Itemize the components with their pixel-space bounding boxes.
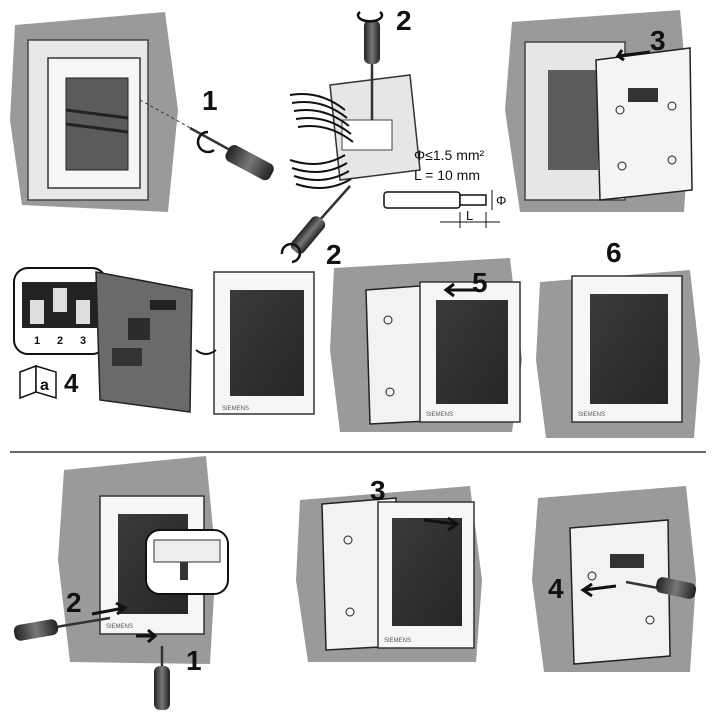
flip-arrow-icon <box>195 349 217 355</box>
screwdriver-icon <box>290 185 351 254</box>
screw-hole <box>383 315 393 325</box>
rotate-arrow-icon <box>196 130 215 154</box>
wire-bundle-bottom <box>289 154 352 189</box>
rotate-arrow-icon <box>280 242 302 264</box>
dip-switch-1 <box>30 300 44 324</box>
panel-attach-front: SIEMENS 5 <box>330 258 522 432</box>
screw-hole <box>343 535 353 545</box>
base-terminal-block <box>610 554 644 568</box>
screwdriver-icon <box>189 126 274 181</box>
step-number: 2 <box>66 587 82 618</box>
base-terminal-block <box>628 88 658 102</box>
panel-wiring: 2 2 Φ≤1.5 mm² L = 10 mm L Φ <box>280 5 506 270</box>
step-number: 1 <box>202 85 218 116</box>
screw-hole <box>345 607 355 617</box>
screwdriver-icon <box>625 577 697 599</box>
panel-remove-base: 4 <box>532 486 697 672</box>
dip-switch-2 <box>53 288 67 312</box>
push-arrow-icon <box>136 628 158 644</box>
screwdriver-icon <box>364 20 380 120</box>
manual-book-icon <box>19 364 57 400</box>
box-cavity <box>548 70 598 170</box>
dimension-phi-label: Φ <box>496 193 506 208</box>
pull-arrow-icon <box>580 582 617 598</box>
dip-switch-label: 1 <box>34 335 40 347</box>
rotate-arrow-icon <box>356 11 384 23</box>
wire-strip-length-spec: L = 10 mm <box>414 167 480 183</box>
step-number: 6 <box>606 237 622 268</box>
panel-mounted: SIEMENS 6 <box>536 237 700 438</box>
step-number: 2 <box>396 5 412 36</box>
panel-dip-switch: 1 2 3 a 4 SIEMENS <box>13 267 315 415</box>
terminal-label <box>341 119 393 151</box>
push-arrow-icon <box>614 49 651 62</box>
dip-switch-3 <box>76 300 90 324</box>
brand-label: SIEMENS <box>106 624 133 630</box>
display-screen <box>436 300 508 404</box>
brand-label: SIEMENS <box>222 406 249 412</box>
step-number: 5 <box>472 267 488 298</box>
brand-label: SIEMENS <box>578 412 605 418</box>
thermostat-base <box>569 519 671 665</box>
step-number: 1 <box>186 645 202 676</box>
step-number: 3 <box>370 475 386 506</box>
screw-hole <box>645 615 655 625</box>
clip-detail-slot <box>180 562 188 580</box>
panel-release-clip: SIEMENS 2 1 <box>13 456 229 710</box>
pcb-chip <box>128 318 150 340</box>
screw-hole <box>587 571 597 581</box>
display-screen <box>230 290 304 396</box>
step-number: 2 <box>326 239 342 270</box>
pcb-board <box>95 271 193 413</box>
screw-hole <box>617 161 627 171</box>
dip-switch-label: 3 <box>80 335 86 347</box>
dip-switch-label: 2 <box>57 335 63 347</box>
stripped-wire-illustration <box>383 190 500 228</box>
cable-conduit <box>65 108 129 120</box>
step-number: 3 <box>650 25 666 56</box>
wire-diameter-spec: Φ≤1.5 mm² <box>414 147 485 163</box>
brand-label: SIEMENS <box>384 638 411 644</box>
screwdriver-icon <box>154 646 170 710</box>
wire-bundle-top <box>289 93 354 143</box>
pcb-connector <box>150 300 176 310</box>
panel-remove-front: SIEMENS 3 <box>296 475 482 662</box>
pull-arrow-icon <box>423 516 460 532</box>
screw-hole <box>385 387 395 397</box>
push-arrow-icon <box>443 282 476 298</box>
pcb-chip <box>112 348 142 366</box>
screw-hole <box>615 105 625 115</box>
brand-label: SIEMENS <box>426 412 453 418</box>
cable-conduit <box>65 122 129 134</box>
screw-hole <box>667 155 677 165</box>
step-number: 4 <box>64 368 79 398</box>
display-screen <box>392 518 462 626</box>
pull-arrow-icon <box>91 601 128 616</box>
clip-detail-housing <box>153 539 221 563</box>
display-screen <box>590 294 668 404</box>
step-number: 4 <box>548 573 564 604</box>
panel-mount-frame: 1 <box>10 12 274 212</box>
manual-icon-letter: a <box>40 377 49 394</box>
screw-hole <box>667 101 677 111</box>
panel-attach-base: 3 <box>505 10 693 212</box>
screwdriver-icon <box>13 616 111 641</box>
dimension-L-label: L <box>466 208 473 223</box>
thermostat-base <box>595 47 693 201</box>
